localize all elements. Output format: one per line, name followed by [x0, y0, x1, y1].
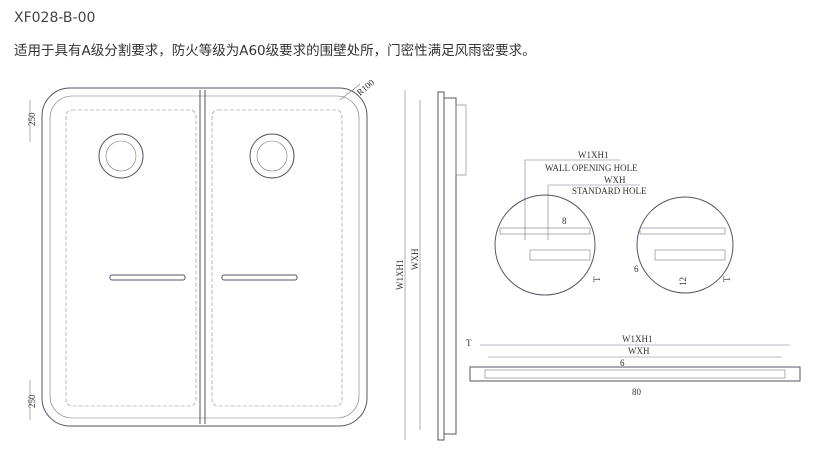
detail-thickness-b: T: [722, 276, 732, 282]
seal-detail: W1XH1 WALL OPENING HOLE WXH STANDARD HOL…: [494, 150, 734, 296]
detail-std-label: STANDARD HOLE: [572, 186, 647, 196]
plan-view: W1XH1 WXH 6 80 T: [466, 334, 801, 397]
detail-std-dim: WXH: [604, 175, 626, 185]
detail-gap: 8: [562, 216, 567, 226]
bottom-dim-label: 250: [27, 394, 37, 408]
door-front-view: R100 250 250: [27, 77, 377, 427]
detail-wall-label: WALL OPENING HOLE: [545, 163, 638, 173]
plan-inner-width: WXH: [628, 346, 650, 356]
detail-wall-dim: W1XH1: [578, 150, 609, 160]
door-side-view: W1XH1 WXH: [395, 90, 467, 441]
side-outer-height: W1XH1: [395, 260, 405, 291]
detail-left-offset: 6: [634, 264, 639, 274]
detail-depth: 12: [678, 277, 688, 286]
handle-right: [221, 274, 298, 281]
product-description: 适用于具有A级分割要求，防火等级为A60级要求的围壁处所，门密性满足风雨密要求。: [14, 43, 536, 59]
product-code: XF028-B-00: [14, 10, 96, 26]
plan-thickness: T: [466, 338, 472, 348]
porthole-right: [249, 133, 295, 179]
detail-thickness-a: T: [592, 276, 602, 282]
porthole-left: [98, 133, 144, 179]
handle-left: [109, 274, 186, 281]
top-dim-label: 250: [27, 112, 37, 126]
plan-hinge-dim: 80: [632, 387, 642, 397]
radius-label: R100: [355, 77, 377, 98]
plan-small-dim: 6: [620, 358, 625, 368]
side-inner-height: WXH: [410, 248, 420, 270]
plan-outer-width: W1XH1: [622, 334, 653, 344]
